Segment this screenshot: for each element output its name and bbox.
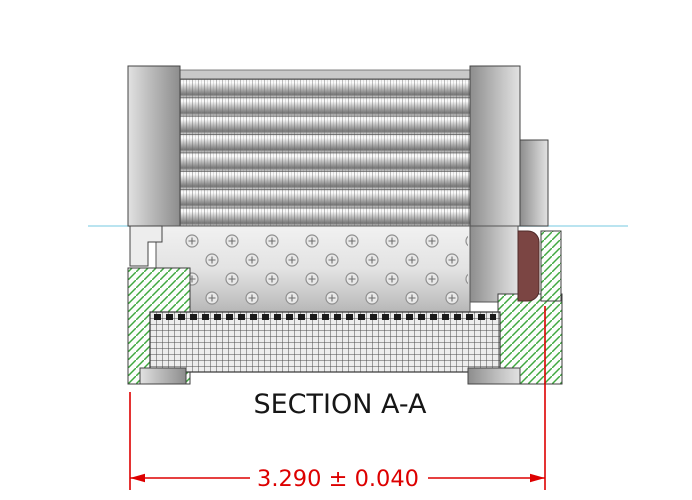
right-green-hatch-upper (540, 230, 562, 302)
section-label: SECTION A-A (253, 389, 427, 420)
bottom-left-step (139, 367, 187, 385)
bottom-right-step (467, 367, 521, 385)
seal-oring (517, 230, 540, 302)
left-end-cap (127, 65, 181, 227)
filter-pleats (179, 78, 471, 227)
mesh-screen (149, 311, 501, 373)
perforation-holes (180, 232, 468, 306)
upper-assembly (127, 65, 549, 227)
dimension-arrow-right (530, 473, 545, 483)
right-end-cap (469, 65, 521, 227)
dimension-text: 3.290 ± 0.040 (257, 466, 419, 492)
dimension: 3.290 ± 0.040 (129, 306, 546, 492)
right-core-end (469, 225, 519, 303)
dimension-arrow-left (130, 473, 145, 483)
pleat-top-band (179, 69, 471, 80)
lower-assembly (127, 225, 563, 385)
left-step-bore (129, 225, 163, 267)
right-fitting (519, 139, 549, 227)
